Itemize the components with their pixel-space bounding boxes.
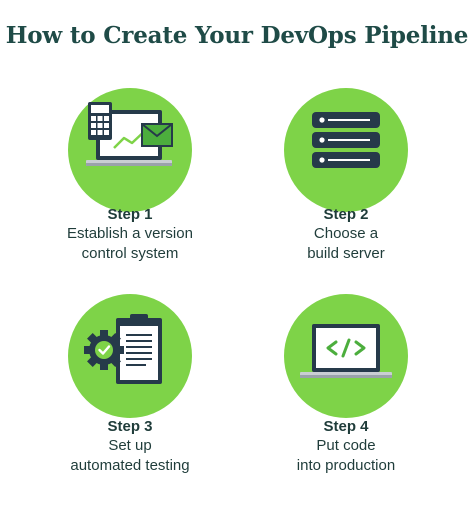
step-3-circle bbox=[68, 294, 192, 418]
step-1: Step 1 Establish a version control syste… bbox=[30, 88, 230, 278]
step-4-line-1: Put code bbox=[316, 437, 376, 454]
step-3-label: Step 3 bbox=[107, 418, 153, 435]
step-3: Step 3 Set up automated testing bbox=[30, 294, 230, 484]
step-1-line-2: control system bbox=[81, 245, 179, 262]
laptop-code-icon bbox=[300, 324, 392, 378]
step-2-line-1: Choose a bbox=[313, 225, 379, 242]
server-rack-icon bbox=[312, 112, 380, 168]
step-3-line-2: automated testing bbox=[70, 457, 190, 474]
step-4-line-2: into production bbox=[296, 457, 396, 474]
step-3-line-1: Set up bbox=[108, 437, 152, 454]
step-1-circle bbox=[68, 88, 192, 212]
step-4-label: Step 4 bbox=[323, 418, 369, 435]
step-1-label: Step 1 bbox=[107, 206, 153, 223]
laptop-calculator-email-icon bbox=[86, 102, 173, 166]
step-2-circle bbox=[284, 88, 408, 212]
step-4: Step 4 Put code into production bbox=[246, 294, 446, 484]
gear-clipboard-icon bbox=[84, 314, 162, 384]
step-1-line-1: Establish a version bbox=[67, 225, 193, 242]
page-title: How to Create Your DevOps Pipeline bbox=[5, 22, 469, 49]
step-2-label: Step 2 bbox=[323, 206, 369, 223]
step-4-circle bbox=[284, 294, 408, 418]
step-2-line-2: build server bbox=[307, 245, 385, 262]
step-2: Step 2 Choose a build server bbox=[246, 88, 446, 278]
